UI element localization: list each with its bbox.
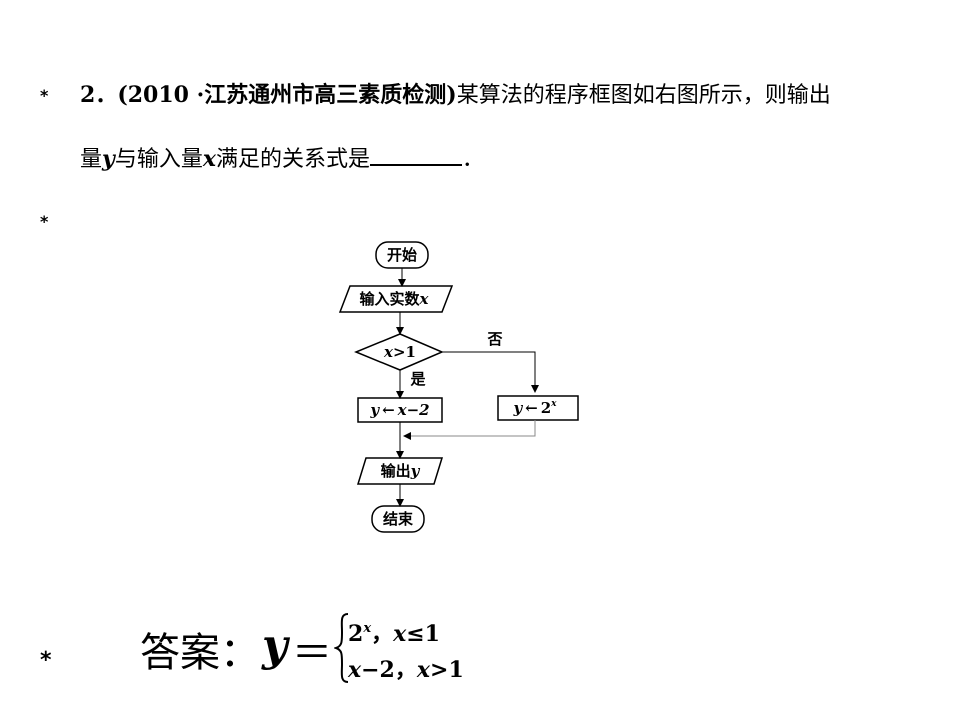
variable-y: y — [102, 146, 115, 172]
decision-label: x>1 — [383, 343, 416, 361]
output-label: 输出y — [381, 462, 421, 480]
question-text: 某算法的程序框图如右图所示，则输出 — [456, 83, 831, 108]
input-label: 输入实数x — [360, 290, 430, 308]
flowchart: 开始 输入实数x x>1 否 是 y←x−2 y←2x 输出y 结束 — [338, 241, 579, 533]
case-exponent: x — [363, 621, 372, 636]
case-condition: ≤1 — [406, 621, 440, 647]
merge-arrow — [403, 420, 536, 440]
question-number: 2． — [80, 82, 118, 108]
case-value-expr: −2 — [361, 657, 395, 683]
input-parallelogram — [338, 285, 454, 313]
process-right-label: y←2x — [512, 399, 557, 417]
process-box-right — [497, 395, 579, 421]
end-terminator — [371, 505, 425, 533]
bullet-marker: * — [40, 648, 52, 673]
variable-x: x — [202, 146, 216, 172]
question-source: (2010 ·江苏通州市高三素质检测) — [117, 82, 457, 108]
answer-label: 答案： — [140, 630, 260, 676]
output-parallelogram — [356, 457, 444, 485]
answer-equals: ＝ — [292, 630, 332, 676]
yes-label: 是 — [409, 370, 426, 388]
question-text-part: 与输入量 — [114, 147, 203, 172]
no-label: 否 — [486, 330, 502, 348]
start-label: 开始 — [387, 246, 417, 264]
case-value-var: x — [348, 657, 362, 683]
piecewise-case-1: 2x，x≤1 — [348, 616, 440, 648]
question-line-1: 2．(2010 ·江苏通州市高三素质检测)某算法的程序框图如右图所示，则输出 — [80, 80, 831, 111]
piecewise-brace — [334, 613, 349, 683]
bullet-marker: * — [40, 212, 49, 231]
bullet-marker: * — [40, 86, 49, 105]
end-label: 结束 — [383, 510, 414, 528]
question-line-2: 量y与输入量x满足的关系式是 ． — [80, 142, 484, 175]
no-branch-arrow — [442, 351, 539, 393]
case-condition-var: x — [416, 657, 431, 683]
question-text-part: 量 — [80, 147, 103, 172]
case-condition-var: x — [393, 621, 407, 647]
answer-blank — [369, 142, 462, 166]
case-separator: ， — [394, 657, 417, 683]
case-value: 2 — [348, 621, 364, 647]
answer-variable-y: y — [262, 620, 288, 671]
process-left-label: y←x−2 — [369, 401, 429, 419]
piecewise-case-2: x−2，x>1 — [348, 652, 464, 684]
question-end: ． — [461, 147, 484, 172]
case-condition: >1 — [430, 657, 464, 683]
question-text-part: 满足的关系式是 — [215, 147, 370, 172]
case-separator: ， — [371, 621, 394, 647]
